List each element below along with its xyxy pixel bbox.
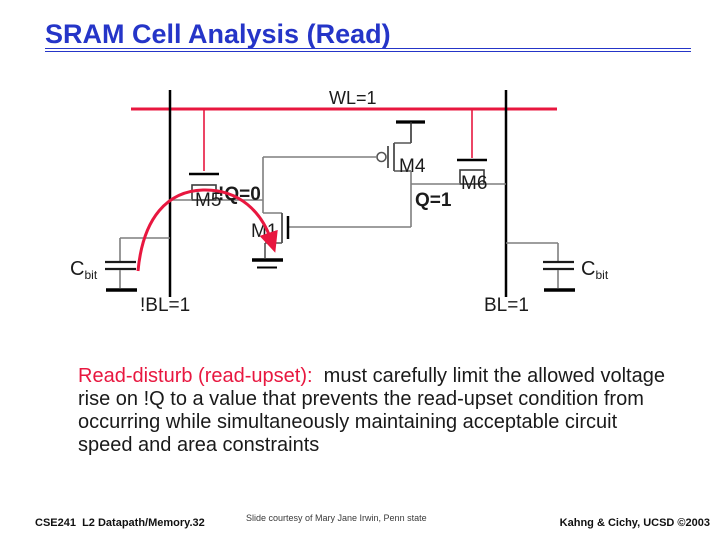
footer-course-label: CSE241 L2 Datapath/Memory.32: [35, 517, 205, 529]
word-line: WL=1: [131, 88, 557, 111]
footer-courtesy-note: Slide courtesy of Mary Jane Irwin, Penn …: [246, 513, 427, 523]
wl-label: WL=1: [329, 88, 377, 108]
body-line: speed and area constraints: [78, 434, 320, 456]
cbit-right-label: C: [581, 258, 595, 280]
title-underline: [45, 48, 691, 52]
cbit-left-capacitor: C bit: [70, 237, 170, 292]
read-disturb-arrow: [136, 188, 278, 272]
m6-label: M6: [461, 173, 487, 194]
page-title: SRAM Cell Analysis (Read): [45, 19, 391, 49]
m4-pullup-pmos: M4: [376, 120, 426, 184]
body-line: Read-disturb (read-upset): must carefull…: [78, 365, 665, 387]
body-line: rise on !Q to a value that prevents the …: [78, 388, 644, 410]
m6-access-transistor: M6: [411, 110, 506, 194]
pmos-gate-bubble: [376, 151, 387, 163]
footer-credit: Kahng & Cichy, UCSD ©2003: [559, 517, 710, 529]
m4-label: M4: [399, 156, 426, 177]
m5-access-transistor: M5: [170, 110, 263, 211]
nq-node-label: !Q=0: [218, 184, 261, 205]
q-node-label: Q=1: [415, 190, 452, 211]
cross-coupling-wires: [262, 156, 412, 228]
m1-pulldown-nmos: M1: [251, 213, 290, 269]
body-paragraph: Read-disturb (read-upset): must carefull…: [78, 365, 678, 457]
bl-label: BL=1: [484, 295, 529, 316]
nbl-label: !BL=1: [140, 295, 190, 316]
cbit-right-capacitor: C bit: [506, 242, 609, 292]
m5-label: M5: [195, 190, 221, 211]
cbit-left-label: C: [70, 258, 84, 280]
cbit-right-subscript: bit: [596, 268, 609, 282]
body-line: occurring while simultaneously maintaini…: [78, 411, 618, 433]
cbit-left-subscript: bit: [85, 268, 98, 282]
read-disturb-highlight: Read-disturb (read-upset):: [78, 365, 313, 387]
